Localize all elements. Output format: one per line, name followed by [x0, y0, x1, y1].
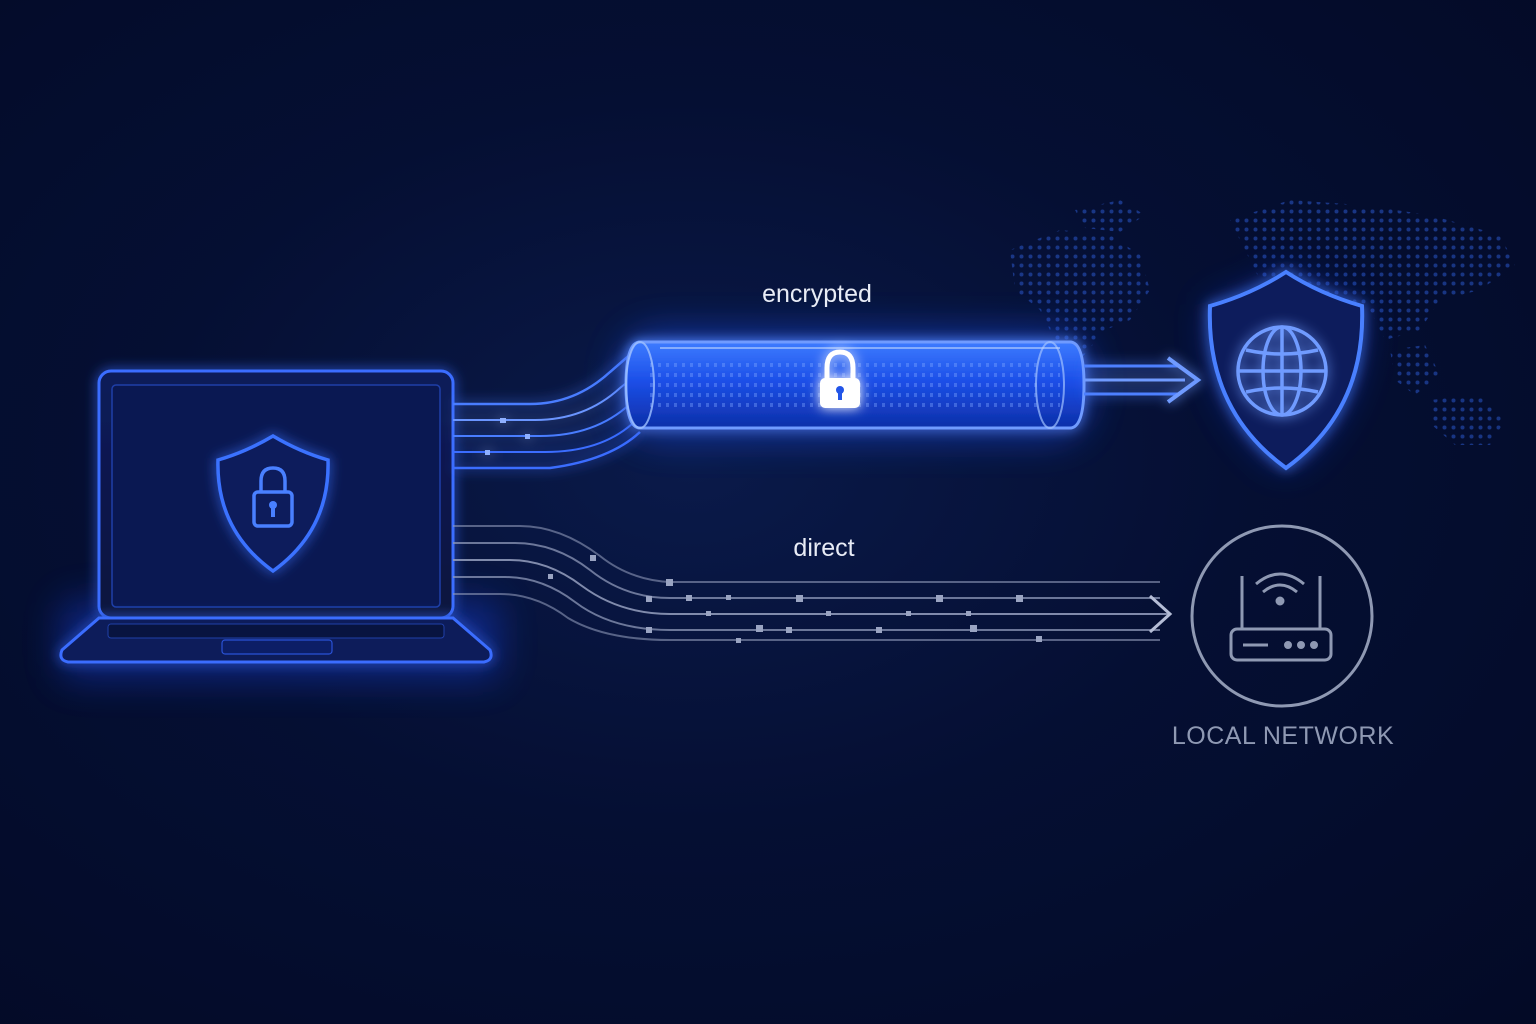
shield-lock-icon [216, 433, 330, 574]
world-map-dots [1010, 200, 1515, 445]
local-network-label: LOCAL NETWORK [1171, 722, 1395, 750]
padlock-icon [820, 349, 860, 408]
encrypted-arrow [1084, 356, 1202, 404]
shield-globe-icon [1207, 269, 1365, 471]
direct-packets [548, 555, 1042, 643]
encrypted-data-lines [453, 345, 641, 470]
wifi-router-icon [1190, 524, 1374, 708]
encrypted-label: encrypted [762, 280, 872, 308]
direct-label: direct [793, 534, 855, 562]
